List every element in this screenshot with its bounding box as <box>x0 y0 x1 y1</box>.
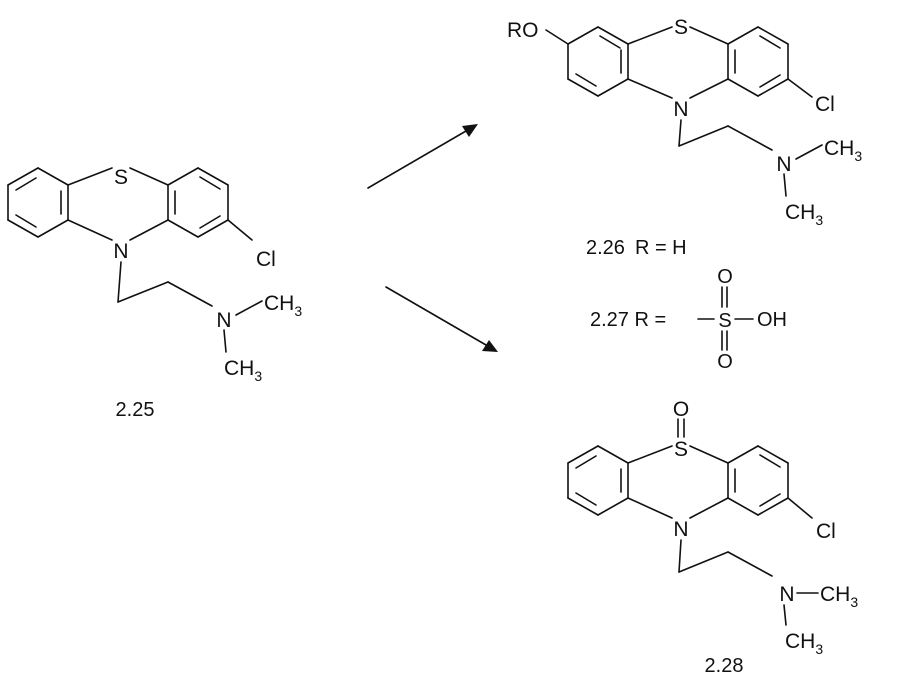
nitrogen-atom-label: N <box>673 518 688 541</box>
methyl-group-label: CH3 <box>785 630 823 657</box>
nitrogen-atom-label: N <box>673 98 688 121</box>
amine-nitrogen-label: N <box>779 583 794 606</box>
ro-substituent-label: RO <box>507 19 539 42</box>
methyl-subscript: 3 <box>815 212 823 228</box>
sulfoxide-oxygen-label: O <box>673 398 689 421</box>
compound-2-26: RO S N Cl N CH3 CH3 <box>507 16 862 228</box>
methyl-group-label: CH3 <box>264 292 302 319</box>
compound-2-27-definition: 2.27 R = <box>590 309 666 331</box>
methyl-ch: CH <box>785 630 815 653</box>
sulfur-atom-label: S <box>674 438 688 461</box>
methyl-group-label: CH3 <box>785 201 823 228</box>
compound-2-25: S N Cl N CH3 CH3 2.25 <box>7 166 302 421</box>
methyl-ch: CH <box>824 137 854 160</box>
r-group-definitions: 2.26 R = H 2.27 R = S O O OH <box>586 237 787 373</box>
compound-2-28-bonds <box>567 418 819 626</box>
compound-number: 2.26 <box>586 237 625 259</box>
methyl-subscript: 3 <box>854 148 862 164</box>
compound-2-28: O S N Cl N CH3 CH3 2.28 <box>567 398 858 677</box>
chlorine-atom-label: Cl <box>256 248 276 271</box>
sulfonic-acid-bonds <box>697 286 754 351</box>
methyl-ch: CH <box>785 201 815 224</box>
methyl-subscript: 3 <box>850 594 858 610</box>
compound-2-26-bonds <box>545 26 823 197</box>
reaction-arrow-upper <box>367 124 478 189</box>
methyl-ch: CH <box>820 583 850 606</box>
methyl-group-label: CH3 <box>820 583 858 610</box>
nitrogen-atom-label: N <box>113 240 128 263</box>
reaction-arrow-lower <box>385 286 498 352</box>
sulfonyl-sulfur-label: S <box>718 310 731 332</box>
compound-2-25-bonds <box>7 167 263 353</box>
methyl-group-label: CH3 <box>224 357 262 384</box>
sulfonyl-oxygen-bottom-label: O <box>717 351 733 373</box>
compound-number: 2.25 <box>116 399 155 421</box>
methyl-group-label: CH3 <box>824 137 862 164</box>
methyl-subscript: 3 <box>254 368 262 384</box>
methyl-subscript: 3 <box>815 641 823 657</box>
sulfur-atom-label: S <box>674 16 688 39</box>
sulfur-atom-label: S <box>114 166 128 189</box>
hydroxyl-label: OH <box>757 309 787 331</box>
methyl-subscript: 3 <box>294 303 302 319</box>
sulfonyl-oxygen-top-label: O <box>717 266 733 288</box>
amine-nitrogen-label: N <box>216 309 231 332</box>
methyl-ch: CH <box>264 292 294 315</box>
compound-number: 2.28 <box>705 655 744 677</box>
chlorine-atom-label: Cl <box>816 520 836 543</box>
methyl-ch: CH <box>224 357 254 380</box>
compound-2-26-definition: 2.26 R = H <box>586 237 687 259</box>
amine-nitrogen-label: N <box>776 153 791 176</box>
r-equals-h: R = H <box>635 237 687 259</box>
chlorine-atom-label: Cl <box>815 93 835 116</box>
